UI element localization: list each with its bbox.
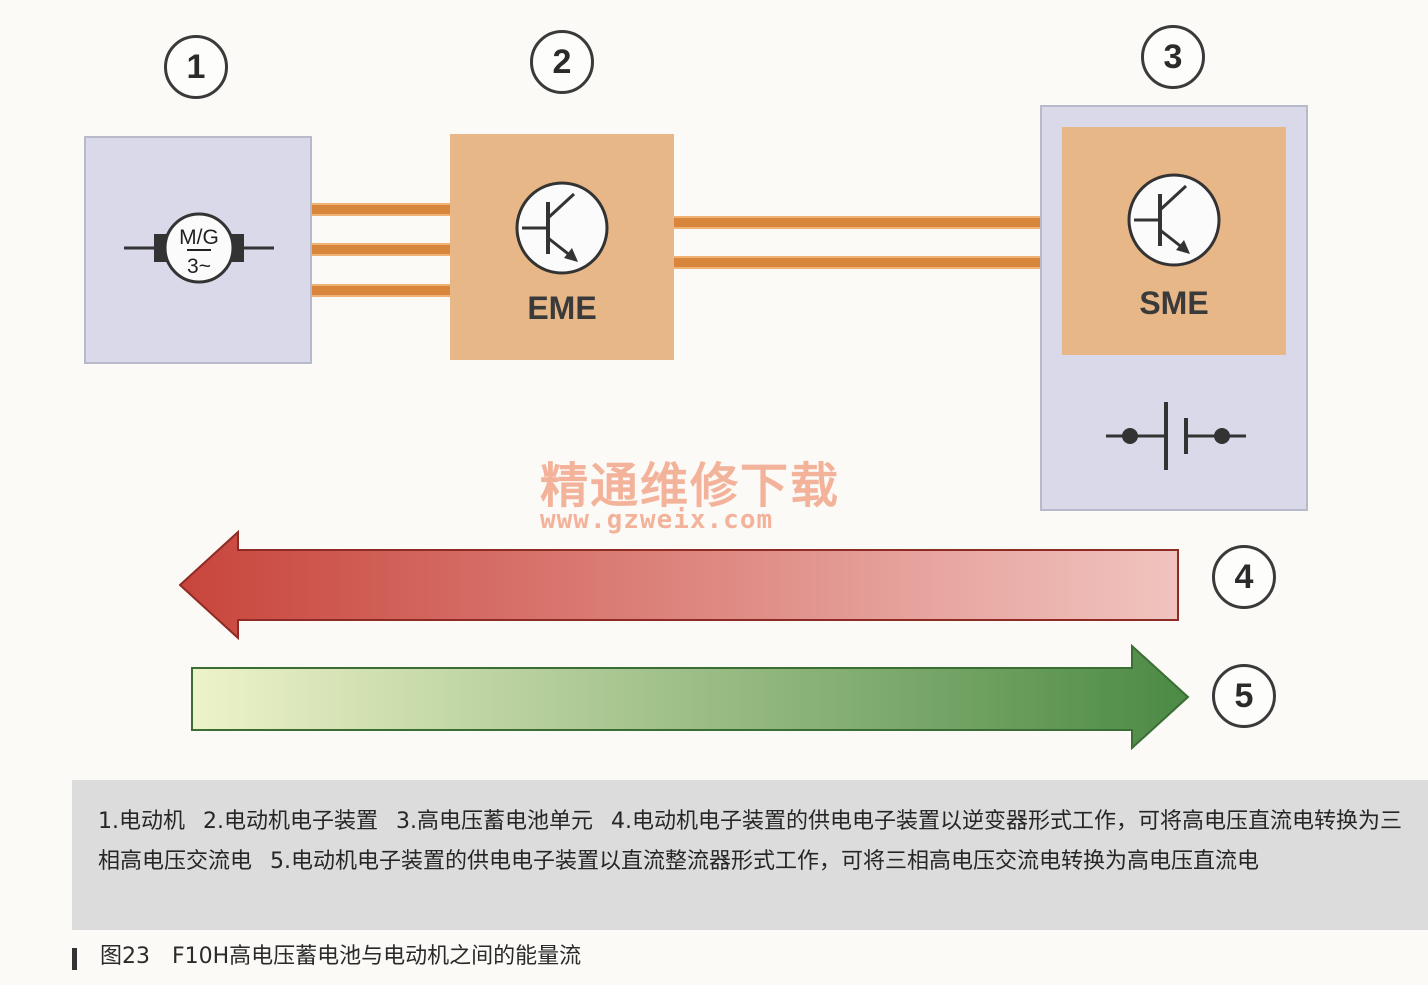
motor-symbol-bottom: 3~ [187, 255, 211, 278]
badge-4: 4 [1212, 545, 1276, 609]
phase-lead-u [312, 203, 450, 216]
watermark-title: 精通维修下载 [540, 458, 841, 514]
eme-transistor-icon [515, 181, 609, 275]
legend-item-1: 1.电动机 [98, 809, 185, 834]
motor-generator-icon: M/G 3~ [124, 212, 274, 284]
legend-item-2: 2.电动机电子装置 [203, 809, 378, 834]
watermark-url: www.gzweix.com [540, 505, 774, 535]
badge-1: 1 [164, 35, 228, 99]
dc-lead-negative [674, 256, 1040, 269]
motor-symbol-top: M/G [179, 226, 219, 249]
legend-item-4: 4.电动机电子装置的供电电子装置以逆变器形式工作，可将高电压直流电转换为三相高电… [98, 809, 1402, 874]
flow-arrow-rectifier [191, 643, 1190, 751]
badge-5: 5 [1212, 664, 1276, 728]
legend-item-3: 3.高电压蓄电池单元 [396, 809, 593, 834]
flow-arrow-inverter [178, 529, 1179, 641]
badge-3: 3 [1141, 25, 1205, 89]
phase-lead-v [312, 243, 450, 256]
figure-title: 图23 F10H高电压蓄电池与电动机之间的能量流 [70, 942, 581, 972]
sme-label: SME [1139, 285, 1209, 321]
sme-transistor-icon [1127, 173, 1221, 267]
battery-cell-icon [1106, 402, 1246, 470]
legend-item-5: 5.电动机电子装置的供电电子装置以直流整流器形式工作，可将三相高电压交流电转换为… [270, 849, 1260, 874]
phase-lead-w [312, 284, 450, 297]
dc-lead-positive [674, 216, 1040, 229]
badge-2: 2 [530, 30, 594, 94]
eme-label: EME [527, 290, 597, 326]
